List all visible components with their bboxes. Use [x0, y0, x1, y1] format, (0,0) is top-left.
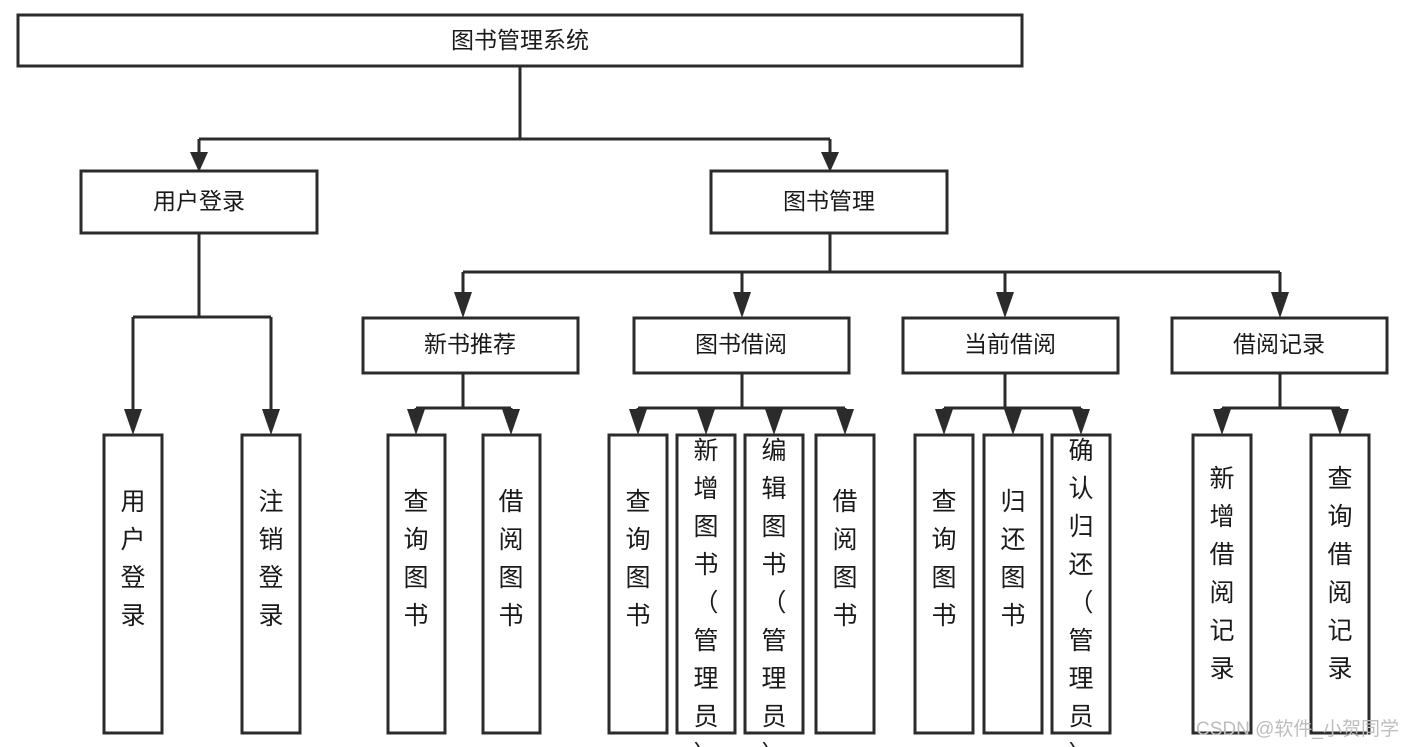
node-root-box[interactable] — [16, 13, 1024, 68]
node-leaf-query-book-2-box[interactable] — [607, 433, 669, 735]
node-book-borrow-label: 图书借阅 — [695, 331, 787, 357]
node-user-login-label: 用户登录 — [153, 188, 245, 214]
node-leaf-add-book-admin[interactable]: 新增图书（管理员） — [675, 433, 737, 747]
connector-group-user-login-to-leaves — [124, 233, 280, 435]
node-leaf-query-book-1[interactable]: 查询图书 — [386, 433, 447, 735]
arrow-head-leaf-query-book-2 — [629, 409, 647, 435]
node-leaf-edit-book-admin[interactable]: 编辑图书（管理员） — [743, 433, 805, 747]
arrow-head-leaf-add-borrow-record — [1213, 409, 1231, 435]
arrow-head-leaf-query-book-1 — [407, 409, 425, 435]
node-current-borrow[interactable]: 当前借阅 — [901, 316, 1120, 375]
node-leaf-query-book-3[interactable]: 查询图书 — [913, 433, 975, 735]
connector-group-new-book-recommend-to-leaves — [407, 373, 520, 435]
node-leaf-borrow-book-1-label: 借阅图书 — [498, 488, 523, 630]
node-leaf-add-book-admin-label: 新增图书（管理员） — [693, 437, 718, 747]
node-borrow-record-box[interactable] — [1170, 316, 1389, 375]
node-leaf-return-book-box[interactable] — [982, 433, 1044, 735]
connector-group-current-borrow-to-leaves — [935, 373, 1090, 435]
node-book-borrow[interactable]: 图书借阅 — [632, 316, 851, 375]
arrow-head-leaf-logout-login — [262, 409, 280, 435]
node-leaf-logout-login-label: 注销登录 — [258, 488, 283, 630]
arrow-head-leaf-return-book — [1004, 409, 1022, 435]
node-book-management-box[interactable] — [709, 169, 949, 235]
node-leaf-borrow-book-2[interactable]: 借阅图书 — [814, 433, 876, 735]
node-leaf-confirm-return-admin-box[interactable] — [1050, 433, 1112, 735]
node-leaf-query-borrow-record-box[interactable] — [1309, 433, 1371, 735]
node-new-book-recommend-label: 新书推荐 — [424, 331, 516, 357]
arrow-head-new-book-recommend — [454, 292, 472, 318]
connector-group-root-to-level2 — [190, 66, 839, 172]
node-leaf-add-borrow-record[interactable]: 新增借阅记录 — [1191, 433, 1253, 735]
node-borrow-record-label: 借阅记录 — [1233, 331, 1325, 357]
node-leaf-logout-login-box[interactable] — [240, 433, 302, 735]
node-book-management[interactable]: 图书管理 — [709, 169, 949, 235]
connector-group-book-management-to-level3 — [454, 233, 1289, 318]
node-leaf-return-book-label: 归还图书 — [1000, 488, 1025, 630]
node-leaf-add-borrow-record-box[interactable] — [1191, 433, 1253, 735]
connector-group-book-borrow-to-leaves — [629, 373, 854, 435]
arrow-head-leaf-edit-book-admin — [765, 409, 783, 435]
node-root-label: 图书管理系统 — [451, 27, 589, 53]
node-leaf-borrow-book-2-label: 借阅图书 — [832, 488, 857, 630]
arrow-head-leaf-confirm-return-admin — [1072, 409, 1090, 435]
node-leaf-confirm-return-admin-label: 确认归还（管理员） — [1068, 437, 1093, 747]
arrow-head-leaf-query-book-3 — [935, 409, 953, 435]
node-book-borrow-box[interactable] — [632, 316, 851, 375]
node-book-management-label: 图书管理 — [783, 188, 875, 214]
connector-group-borrow-record-to-leaves — [1213, 373, 1349, 435]
node-leaf-user-login[interactable]: 用户登录 — [102, 433, 164, 735]
node-new-book-recommend[interactable]: 新书推荐 — [361, 316, 580, 375]
node-new-book-recommend-box[interactable] — [361, 316, 580, 375]
arrow-head-book-borrow — [733, 292, 751, 318]
arrow-head-current-borrow — [996, 292, 1014, 318]
node-leaf-confirm-return-admin[interactable]: 确认归还（管理员） — [1050, 433, 1112, 747]
arrow-head-leaf-query-borrow-record — [1331, 409, 1349, 435]
node-leaf-add-book-admin-box[interactable] — [675, 433, 737, 735]
node-leaf-borrow-book-1[interactable]: 借阅图书 — [481, 433, 542, 735]
node-leaf-user-login-box[interactable] — [102, 433, 164, 735]
arrow-head-user-login — [190, 152, 208, 172]
node-leaf-query-borrow-record[interactable]: 查询借阅记录 — [1309, 433, 1371, 735]
node-root[interactable]: 图书管理系统 — [16, 13, 1024, 68]
node-leaf-query-book-1-label: 查询图书 — [403, 488, 428, 630]
node-user-login[interactable]: 用户登录 — [79, 169, 319, 235]
node-leaf-query-book-2[interactable]: 查询图书 — [607, 433, 669, 735]
arrow-head-leaf-borrow-book-2 — [836, 409, 854, 435]
node-leaf-borrow-book-2-box[interactable] — [814, 433, 876, 735]
node-current-borrow-label: 当前借阅 — [964, 331, 1056, 357]
node-leaf-user-login-label: 用户登录 — [120, 488, 145, 630]
node-leaf-return-book[interactable]: 归还图书 — [982, 433, 1044, 735]
arrow-head-book-management — [821, 152, 839, 172]
node-leaf-edit-book-admin-box[interactable] — [743, 433, 805, 735]
arrow-head-leaf-borrow-book-1 — [502, 409, 520, 435]
node-leaf-query-book-3-label: 查询图书 — [931, 488, 956, 630]
node-current-borrow-box[interactable] — [901, 316, 1120, 375]
arrow-head-borrow-record — [1271, 292, 1289, 318]
node-leaf-query-book-1-box[interactable] — [386, 433, 447, 735]
arrow-head-leaf-add-book-admin — [697, 409, 715, 435]
node-leaf-query-borrow-record-label: 查询借阅记录 — [1327, 465, 1352, 683]
node-leaf-query-book-3-box[interactable] — [913, 433, 975, 735]
node-leaf-logout-login[interactable]: 注销登录 — [240, 433, 302, 735]
node-borrow-record[interactable]: 借阅记录 — [1170, 316, 1389, 375]
arrow-head-leaf-user-login — [124, 409, 142, 435]
csdn-watermark: CSDN @软件_小贺同学 — [1196, 718, 1399, 740]
node-leaf-query-book-2-label: 查询图书 — [625, 488, 650, 630]
node-user-login-box[interactable] — [79, 169, 319, 235]
node-leaf-borrow-book-1-box[interactable] — [481, 433, 542, 735]
node-leaf-edit-book-admin-label: 编辑图书（管理员） — [761, 437, 786, 747]
node-leaf-add-borrow-record-label: 新增借阅记录 — [1209, 465, 1234, 683]
